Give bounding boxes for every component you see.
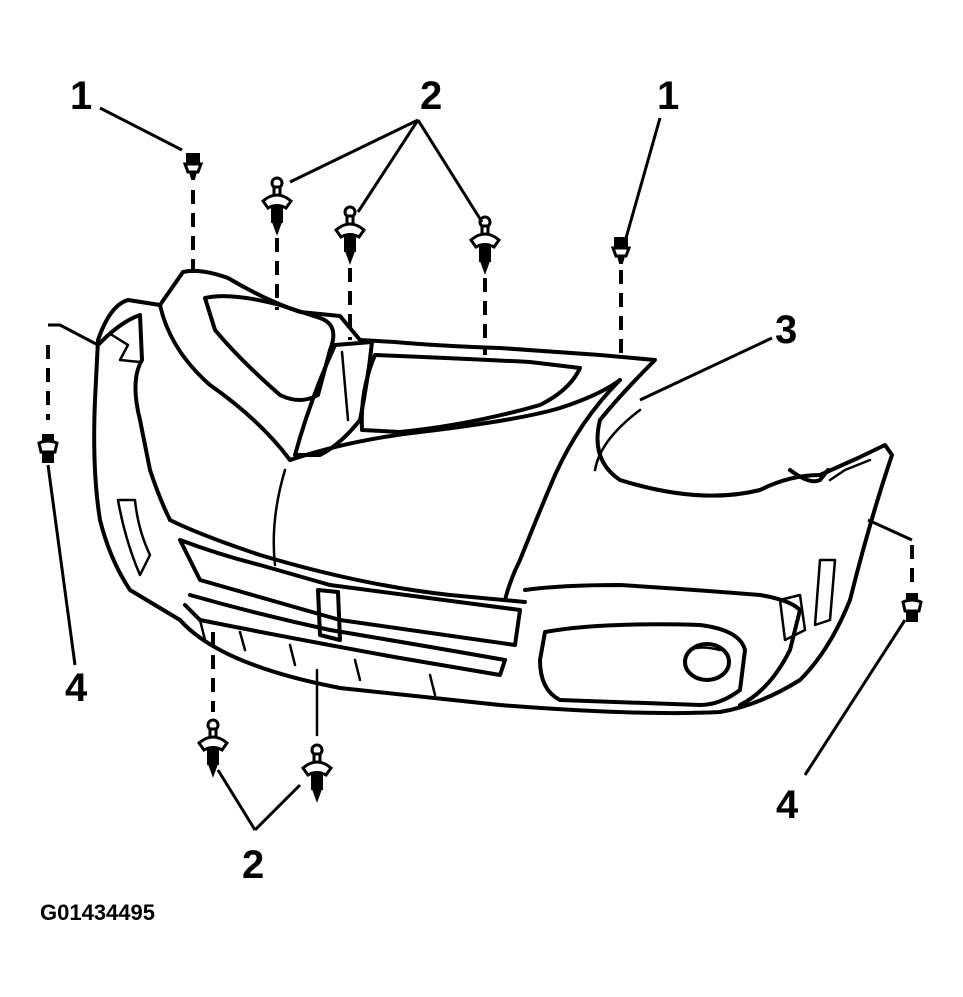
front-fascia	[92, 268, 894, 716]
callout-screw-left: 4	[65, 666, 88, 710]
leader-lines	[46, 106, 913, 832]
callout-push-pin-right: 1	[657, 74, 680, 118]
callout-rivets-bottom: 2	[242, 843, 265, 887]
rivet-top-left	[261, 176, 293, 235]
figure-id: G01434495	[40, 900, 155, 925]
push-pin-left	[183, 152, 203, 181]
callout-screw-right: 4	[776, 783, 799, 827]
rivet-bottom-left	[197, 718, 229, 777]
install-paths	[46, 190, 914, 737]
screw-right	[901, 592, 923, 623]
push-pin-right	[611, 236, 631, 265]
callout-fascia: 3	[775, 308, 798, 352]
rivet-bottom-right	[301, 743, 333, 802]
callout-push-pin-left: 1	[70, 74, 93, 118]
rivet-top-center	[334, 205, 366, 264]
screw-left	[37, 433, 59, 464]
callout-rivets-top: 2	[420, 74, 443, 118]
rivet-top-right	[469, 215, 501, 274]
